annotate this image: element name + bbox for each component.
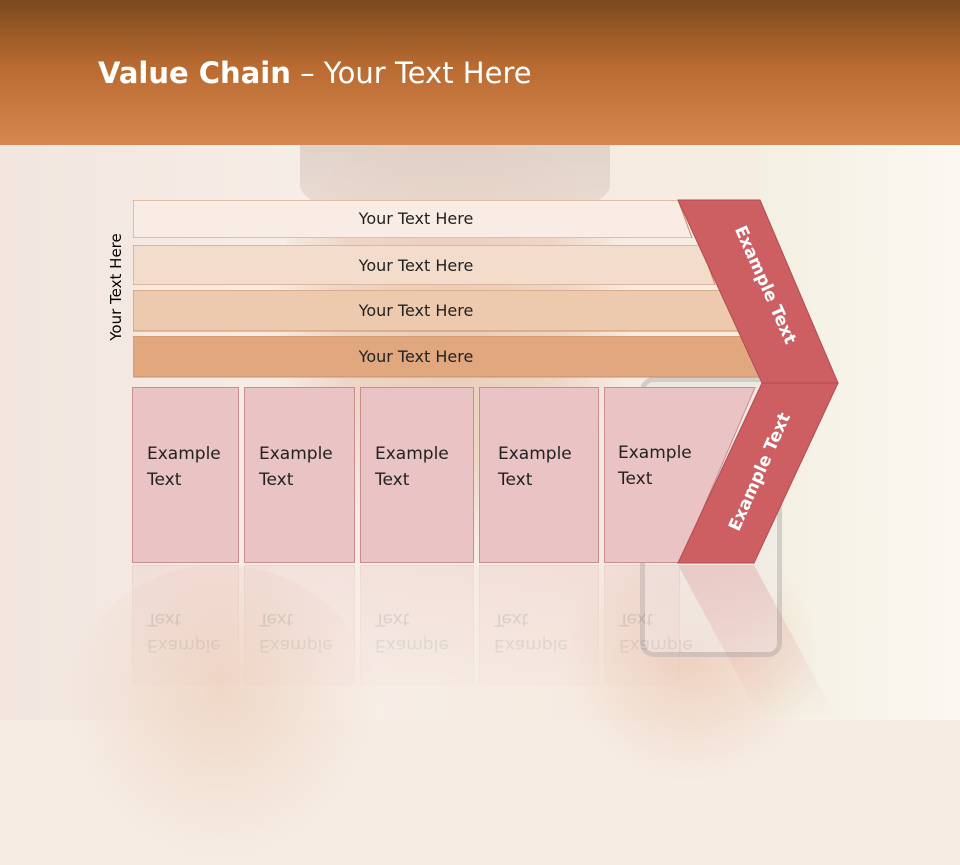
margin-chevron	[677, 199, 839, 564]
box-5-line2: Text	[618, 469, 653, 489]
chevron-lower-arm	[677, 382, 839, 564]
support-bar-2: Your Text Here	[133, 245, 716, 285]
support-bar-4-label: Your Text Here	[358, 347, 474, 366]
support-bar-1-label: Your Text Here	[358, 209, 474, 228]
box-1-line2: Text	[147, 470, 182, 490]
slide-title: Value Chain – Your Text Here	[98, 56, 532, 90]
box-1-line1: Example	[147, 444, 221, 464]
box-4-line1: Example	[498, 444, 572, 464]
support-bar-3-label: Your Text Here	[358, 301, 474, 320]
slide-title-rest: – Your Text Here	[290, 56, 532, 90]
box-3-line1: Example	[375, 444, 449, 464]
support-bar-1: Your Text Here	[133, 200, 693, 238]
box-2-line1: Example	[259, 444, 333, 464]
support-bar-1-shape	[133, 200, 693, 238]
support-bar-2-label: Your Text Here	[358, 256, 474, 275]
title-bar: Value Chain – Your Text Here	[0, 0, 960, 145]
box-4-line2: Text	[498, 470, 533, 490]
box-2-line2: Text	[259, 470, 294, 490]
box-3-line2: Text	[375, 470, 410, 490]
reflection-chevron-arm	[678, 565, 838, 720]
reflection-chevron	[678, 565, 838, 720]
box-5-line1: Example	[618, 443, 692, 463]
slide-title-bold: Value Chain	[98, 56, 291, 90]
support-bar-2-shape	[133, 245, 716, 285]
